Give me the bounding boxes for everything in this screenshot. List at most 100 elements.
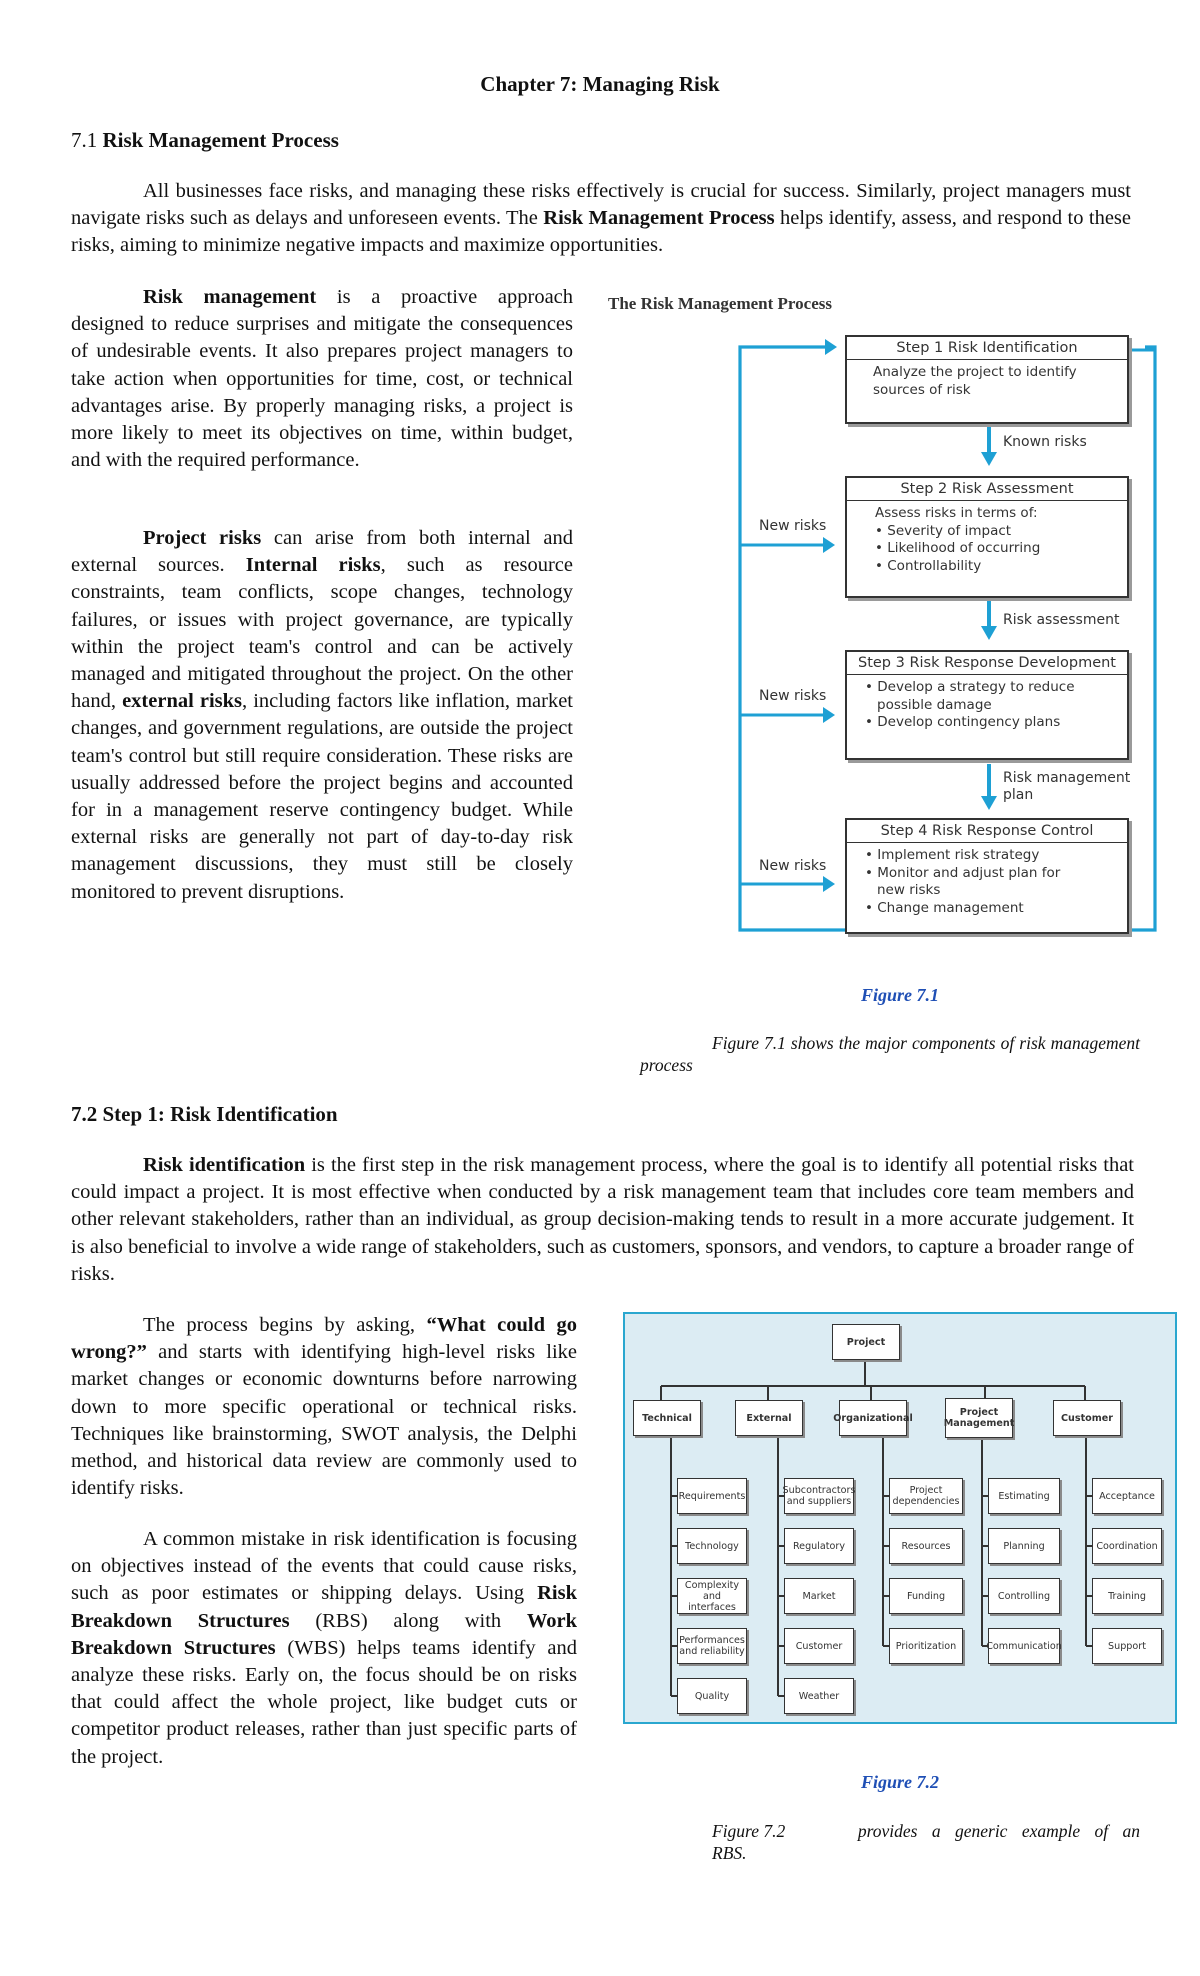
intro-paragraph: All businesses face risks, and managing … [71, 178, 1131, 260]
figure-7-1-caption-text: Figure 7.1 shows the major components of… [640, 1033, 1140, 1075]
rbs-item: Requirements [677, 1478, 747, 1514]
step-4-title: Step 4 Risk Response Control [847, 820, 1127, 843]
rbs-item: Prioritization [889, 1628, 963, 1664]
risk-assessment-label: Risk assessment [1003, 612, 1120, 628]
rbs-item: Estimating [988, 1478, 1060, 1514]
mistake-bold-b: Risk Breakdown Structures [71, 1582, 578, 1632]
rbs-item: Project dependencies [889, 1478, 963, 1514]
common-mistake-paragraph: A common mistake in risk identification … [71, 1526, 577, 1771]
section-number: 7.1 [71, 128, 98, 152]
pr-bold-a: Project risks [143, 527, 262, 549]
step-4-line-4: • Change management [865, 899, 1024, 916]
intro-text-c: helps identify, assess, and respond to t… [71, 207, 1132, 257]
figure-7-2-caption: Figure 7.2 provides a generic example of… [712, 1820, 1140, 1864]
rmp-line-2: plan [1003, 787, 1034, 803]
rbs-item: Quality [677, 1678, 747, 1714]
proc-text-c: and starts with identifying high-level r… [71, 1341, 577, 1500]
rbs-category-organizational: Organizational [833, 1400, 913, 1436]
rbs-item: Subcontractors and suppliers [783, 1478, 855, 1514]
mistake-text-e: (WBS) helps teams identify and analyze t… [71, 1636, 577, 1768]
rbs-item: Technology [677, 1528, 747, 1564]
step-2-title: Step 2 Risk Assessment [847, 478, 1127, 501]
rbs-item: Resources [889, 1528, 963, 1564]
step-1-box: Step 1 Risk Identification Analyze the p… [845, 335, 1129, 424]
pr-bold-e: external risks [122, 690, 243, 713]
rbs-item: Funding [889, 1578, 963, 1614]
rbs-item: Market [784, 1578, 854, 1614]
step-3-line-2: possible damage [877, 696, 992, 713]
step-2-line-2: • Severity of impact [875, 522, 1012, 539]
rbs-category-project-management: Project Management [944, 1398, 1014, 1438]
step-2-box: Step 2 Risk Assessment Assess risks in t… [845, 476, 1129, 598]
ri-bold: Risk identification [143, 1154, 306, 1176]
step-1-line-2: sources of risk [873, 381, 971, 398]
rbs-item: Regulatory [784, 1528, 854, 1564]
process-paragraph: The process begins by asking, “What coul… [71, 1312, 577, 1502]
chapter-title: Chapter 7: Managing Risk [480, 72, 720, 96]
risk-management-process-figure: The Risk Management Process Step 1 Risk … [605, 290, 1165, 950]
mistake-bold-d: Work Breakdown Structures [71, 1609, 577, 1659]
step-3-box: Step 3 Risk Response Development • Devel… [845, 650, 1129, 760]
rbs-item: Support [1092, 1628, 1162, 1664]
rbs-item: Performances and reliability [677, 1628, 747, 1664]
section-7-1-heading: 7.1 Risk Management Process [71, 128, 339, 153]
step-3-title: Step 3 Risk Response Development [847, 652, 1127, 675]
rbs-category-external: External [735, 1400, 803, 1436]
section-title: Risk Management Process [102, 128, 339, 152]
pr-text-d: , such as resource constraints, team con… [71, 554, 574, 713]
project-risks-paragraph: Project risks can arise from both intern… [71, 525, 573, 906]
step-3-line-3: • Develop contingency plans [865, 714, 1061, 730]
step-4-line-3: new risks [877, 882, 941, 898]
step-4-line-1: • Implement risk strategy [865, 847, 1040, 863]
step-2-line-3: • Likelihood of occurring [875, 540, 1041, 556]
pr-text-f: , including factors like inflation, mark… [71, 690, 574, 903]
known-risks-label: Known risks [1003, 434, 1087, 450]
intro-text-a: All businesses face risks, and managing … [71, 180, 1131, 230]
risk-breakdown-structure-figure: Project Technical External Organizationa… [623, 1312, 1177, 1724]
step-1-line-1: Analyze the project to identify [873, 364, 1077, 380]
figure-7-1-label: Figure 7.1 [860, 985, 939, 1005]
rbs-item: Planning [988, 1528, 1060, 1564]
rbs-item: Acceptance [1092, 1478, 1162, 1514]
new-risks-label-1: New risks [759, 518, 827, 534]
rbs-item: Communication [986, 1628, 1062, 1664]
rbs-category-technical: Technical [633, 1400, 701, 1436]
proc-text-a: The process begins by asking, [143, 1314, 415, 1336]
rm-bold: Risk management [143, 286, 317, 308]
mistake-text-c: (RBS) along with [315, 1609, 502, 1632]
step-4-box: Step 4 Risk Response Control • Implement… [845, 818, 1129, 934]
figure-7-1-caption: Figure 7.1 shows the major components of… [640, 1032, 1140, 1076]
risk-management-plan-label: Risk management plan [1003, 770, 1130, 804]
pr-text-b: can arise from both internal and externa… [71, 527, 574, 577]
rbs-item: Complexity and interfaces [677, 1578, 747, 1614]
new-risks-label-3: New risks [759, 858, 827, 874]
rm-text: is a proactive approach designed to redu… [71, 286, 574, 472]
ri-text: is the first step in the risk management… [71, 1154, 1135, 1285]
rbs-item: Controlling [988, 1578, 1060, 1614]
figure-7-2-label: Figure 7.2 [860, 1772, 939, 1792]
rbs-item: Coordination [1092, 1528, 1162, 1564]
intro-bold: Risk Management Process [543, 207, 775, 230]
rbs-item: Customer [784, 1628, 854, 1664]
risk-identification-paragraph: Risk identification is the first step in… [71, 1152, 1134, 1288]
pr-bold-c: Internal risks [245, 554, 381, 577]
step-3-line-1: • Develop a strategy to reduce [865, 679, 1075, 695]
new-risks-label-2: New risks [759, 688, 827, 704]
step-1-title: Step 1 Risk Identification [847, 337, 1127, 360]
step-4-line-2: • Monitor and adjust plan for [865, 864, 1061, 881]
rbs-item: Training [1092, 1578, 1162, 1614]
caption-rbs: RBS. [712, 1843, 747, 1863]
rmp-line-1: Risk management [1003, 770, 1131, 786]
caption-fig-ref: Figure 7.2 [712, 1821, 786, 1841]
rbs-item: Weather [784, 1678, 854, 1714]
figure-title: The Risk Management Process [608, 294, 832, 313]
rbs-category-customer: Customer [1053, 1400, 1121, 1436]
rbs-connector-lines [660, 1360, 1092, 1697]
figure-7-2-caption-line-1: Figure 7.2 provides a generic example of… [712, 1820, 1140, 1842]
step-2-line-4: • Controllability [875, 557, 982, 574]
risk-management-paragraph: Risk management is a proactive approach … [71, 284, 573, 474]
section-7-2-heading: 7.2 Step 1: Risk Identification [71, 1102, 338, 1126]
proc-bold: “What could go wrong?” [71, 1314, 577, 1364]
rbs-root-project: Project [832, 1324, 900, 1360]
step-2-line-1: Assess risks in terms of: [875, 505, 1038, 521]
